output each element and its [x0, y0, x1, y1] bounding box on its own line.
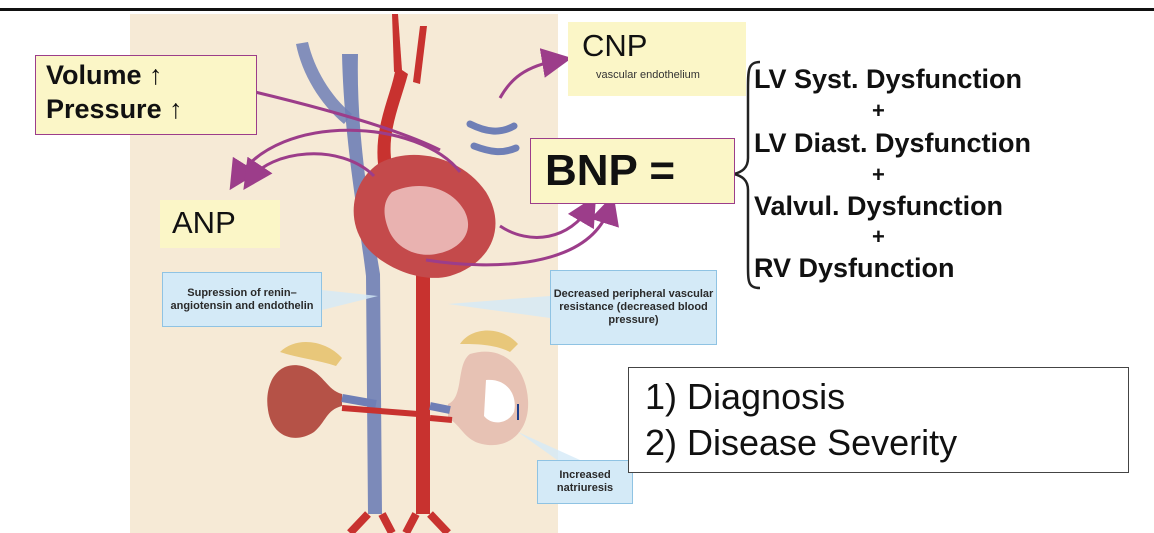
plus-sign: +	[872, 98, 885, 124]
arrow-to-cnp	[500, 60, 560, 98]
anp-label: ANP	[172, 205, 236, 241]
bnp-label: BNP =	[545, 146, 675, 196]
callout-suppression: Supression of renin–angiotensin and endo…	[162, 272, 322, 327]
outcome-severity: 2) Disease Severity	[645, 422, 957, 464]
callout-decreased-resistance: Decreased peripheral vascular resistance…	[550, 270, 717, 345]
arrow-heart-to-anp-1	[236, 130, 460, 180]
callout-pointer-natr	[518, 432, 580, 462]
dysfunction-lv-systolic: LV Syst. Dysfunction	[754, 64, 1022, 95]
dysfunction-rv: RV Dysfunction	[754, 253, 955, 284]
callout-pointer-decr	[448, 296, 550, 318]
outcome-diagnosis: 1) Diagnosis	[645, 376, 845, 418]
plus-sign: +	[872, 162, 885, 188]
cnp-sublabel: vascular endothelium	[584, 69, 712, 82]
plus-sign: +	[872, 224, 885, 250]
callout-natriuresis: Increased natriuresis	[537, 460, 633, 504]
pressure-label: Pressure ↑	[46, 94, 183, 125]
arrow-heart-to-bnp-1	[500, 206, 590, 237]
dysfunction-valvular: Valvul. Dysfunction	[754, 191, 1003, 222]
dysfunction-lv-diastolic: LV Diast. Dysfunction	[754, 128, 1031, 159]
volume-label: Volume ↑	[46, 60, 163, 91]
arrow-heart-to-anp-2	[250, 154, 374, 180]
cnp-label: CNP	[582, 28, 647, 64]
callout-pointer-supp	[322, 290, 378, 310]
